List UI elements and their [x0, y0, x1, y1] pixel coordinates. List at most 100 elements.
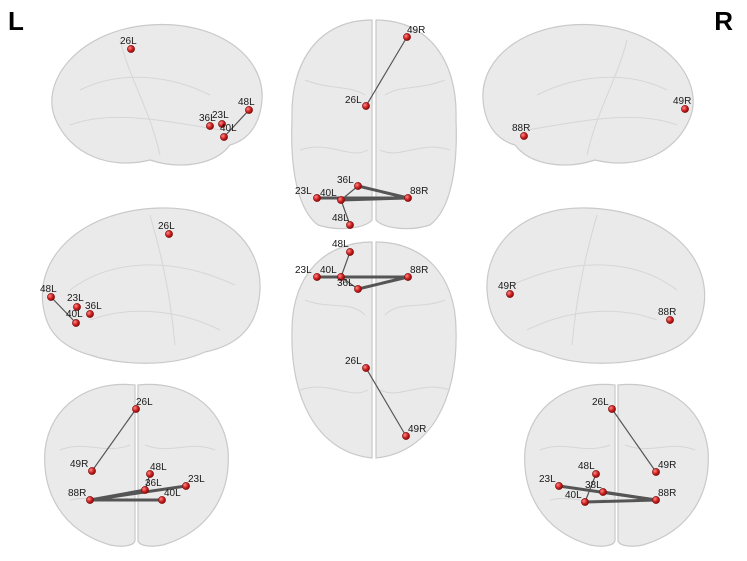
- ventral-sulcus-2: [299, 386, 369, 394]
- dorsal-node-23L: [313, 194, 321, 202]
- left-lateral-node-36L: [206, 122, 214, 130]
- posterior-node-38L: [599, 488, 607, 496]
- posterior-node-label-38L: 38L: [585, 480, 602, 491]
- right-medial-node-49R: [506, 290, 514, 298]
- posterior-sulcus-2: [549, 497, 609, 502]
- right-lateral-brain-surface-0: [482, 23, 694, 166]
- anterior-node-label-49R: 49R: [70, 459, 88, 470]
- posterior-node-label-88R: 88R: [658, 488, 676, 499]
- anterior-node-label-40L: 40L: [164, 488, 181, 499]
- left-lateral-node-48L: [245, 106, 253, 114]
- brain-surfaces: [41, 19, 709, 547]
- right-medial-node-label-88R: 88R: [658, 307, 676, 318]
- anterior-node-88R: [86, 496, 94, 504]
- dorsal-node-48L: [346, 221, 354, 229]
- ventral-node-label-23L: 23L: [295, 265, 312, 276]
- left-lateral-edge-48L-40L: [223, 109, 250, 138]
- posterior-node-48L: [592, 470, 600, 478]
- ventral-node-label-88R: 88R: [410, 265, 428, 276]
- left-lateral-sulcus-0: [79, 76, 211, 96]
- posterior-sulcus-1: [624, 444, 696, 451]
- dorsal-edge-40L-88R: [339, 196, 410, 202]
- left-lateral-node-label-23L: 23L: [212, 110, 229, 121]
- anterior-node-48L: [146, 470, 154, 478]
- left-medial-node-label-26L: 26L: [158, 221, 175, 232]
- dorsal-edge-36L-88R: [356, 184, 410, 200]
- left-lateral-node-26L: [127, 45, 135, 53]
- ventral-node-26L: [362, 364, 370, 372]
- dorsal-node-88R: [404, 194, 412, 202]
- right-lateral-node-label-88R: 88R: [512, 123, 530, 134]
- dorsal-sulcus-3: [379, 146, 451, 154]
- ventral-sulcus-1: [384, 299, 446, 316]
- dorsal-node-49R: [403, 33, 411, 41]
- posterior-node-40L: [581, 498, 589, 506]
- ventral-node-23L: [313, 273, 321, 281]
- left-hemisphere-label: L: [8, 6, 24, 36]
- right-lateral-sulcus-2: [586, 39, 628, 156]
- ventral-node-88R: [404, 273, 412, 281]
- right-lateral-node-88R: [520, 132, 528, 140]
- anterior-node-49R: [88, 467, 96, 475]
- left-lateral-sulcus-1: [69, 116, 221, 131]
- ventral-node-49R: [402, 432, 410, 440]
- posterior-node-49R: [652, 468, 660, 476]
- dorsal-sulcus-0: [304, 79, 366, 96]
- anterior-sulcus-1: [144, 444, 216, 451]
- anterior-node-label-23L: 23L: [188, 474, 205, 485]
- anterior-edge-88R-36L: [88, 488, 147, 502]
- left-lateral-node-40L: [220, 133, 228, 141]
- dorsal-node-label-26L: 26L: [345, 95, 362, 106]
- left-medial-node-36L: [86, 310, 94, 318]
- ventral-sulcus-3: [379, 386, 451, 394]
- anterior-edge-26L-49R: [91, 408, 137, 472]
- dorsal-sulcus-2: [299, 146, 369, 154]
- dorsal-node-label-23L: 23L: [295, 186, 312, 197]
- dorsal-node-label-49R: 49R: [407, 25, 425, 36]
- right-lateral-sulcus-0: [536, 76, 668, 96]
- posterior-edge-48L-40L: [584, 473, 597, 503]
- left-medial-sulcus-2: [149, 214, 176, 346]
- ventral-brain-surface-1: [375, 241, 457, 459]
- anterior-node-label-36L: 36L: [145, 478, 162, 489]
- posterior-edge-23L-88R: [557, 484, 658, 502]
- dorsal-brain-surface-0: [291, 19, 373, 230]
- left-lateral-node-label-26L: 26L: [120, 36, 137, 47]
- right-medial-sulcus-1: [526, 310, 658, 331]
- ventral-node-label-40L: 40L: [320, 265, 337, 276]
- dorsal-edge-40L-48L: [340, 199, 351, 226]
- ventral-node-40L: [337, 273, 345, 281]
- left-medial-node-label-36L: 36L: [85, 301, 102, 312]
- left-lateral-node-23L: [218, 120, 226, 128]
- posterior-node-label-40L: 40L: [565, 490, 582, 501]
- ventral-brain-surface-0: [291, 241, 373, 459]
- ventral-node-36L: [354, 285, 362, 293]
- left-lateral-sulcus-2: [119, 39, 161, 156]
- right-medial-node-88R: [666, 316, 674, 324]
- posterior-node-26L: [608, 405, 616, 413]
- left-medial-node-40L: [72, 319, 80, 327]
- left-medial-edge-48L-40L: [50, 296, 77, 324]
- ventral-node-label-48L: 48L: [332, 239, 349, 250]
- left-medial-node-label-48L: 48L: [40, 284, 57, 295]
- ventral-node-48L: [346, 248, 354, 256]
- right-hemisphere-label: R: [714, 6, 733, 36]
- dorsal-node-label-40L: 40L: [320, 188, 337, 199]
- right-lateral-sulcus-1: [526, 116, 678, 131]
- right-medial-brain-surface-0: [486, 207, 706, 364]
- left-medial-sulcus-1: [89, 310, 221, 331]
- posterior-edge-40L-88R: [583, 498, 658, 504]
- anterior-node-26L: [132, 405, 140, 413]
- dorsal-edge-49R-26L: [365, 36, 408, 107]
- dorsal-node-label-36L: 36L: [337, 175, 354, 186]
- dorsal-node-label-88R: 88R: [410, 186, 428, 197]
- ventral-edge-26L-49R: [365, 367, 407, 437]
- left-medial-node-48L: [47, 293, 55, 301]
- anterior-node-label-88R: 88R: [68, 488, 86, 499]
- anterior-node-label-48L: 48L: [150, 462, 167, 473]
- dorsal-node-36L: [354, 182, 362, 190]
- posterior-node-88R: [652, 496, 660, 504]
